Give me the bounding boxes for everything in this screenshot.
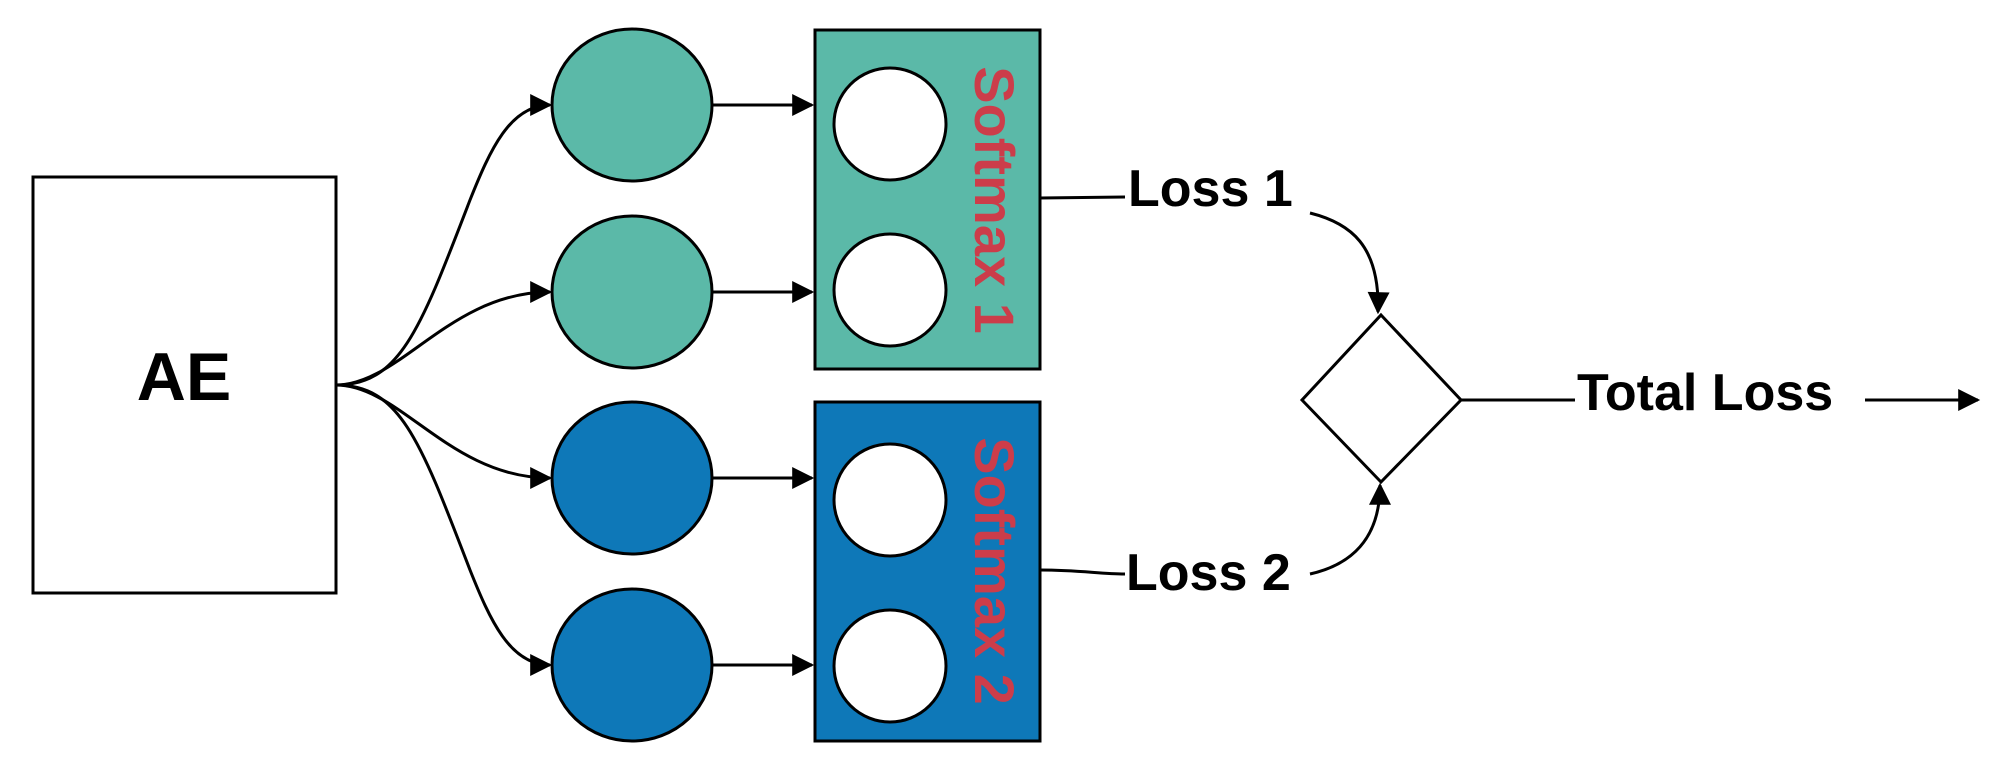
feature-circle-4 (550, 587, 714, 743)
edge-ae-feature-2 (335, 281, 553, 387)
edge-ae-feature-3 (335, 383, 553, 489)
softmax-2-node: Softmax 2 (813, 400, 1042, 743)
feature-circle-1 (550, 27, 714, 183)
features-to-softmax-edges (712, 94, 815, 676)
ae-to-features-edges (335, 94, 553, 676)
total-loss-label: Total Loss (1577, 364, 1833, 422)
softmax-1-node: Softmax 1 (813, 28, 1042, 371)
feature-circle-3 (550, 400, 714, 556)
feature-circles (550, 27, 714, 743)
edge-loss-1-combine (1309, 211, 1390, 315)
ae-label: AE (137, 339, 231, 415)
edge-loss-2-combine (1309, 482, 1391, 576)
softmax-2-label: Softmax 2 (963, 437, 1026, 705)
softmax-1-unit-1 (832, 66, 948, 182)
loss-edges (1039, 195, 1391, 576)
softmax-2-unit-2 (832, 608, 948, 724)
softmax-2-unit-1 (832, 442, 948, 558)
edge-softmax-2-loss-2 (1039, 568, 1126, 576)
loss-1-label: Loss 1 (1128, 160, 1293, 218)
loss-2-label: Loss 2 (1126, 544, 1291, 602)
edge-softmax-1-loss-1 (1039, 195, 1126, 200)
combine-diamond (1299, 312, 1464, 485)
edge-ae-feature-4 (335, 383, 553, 676)
softmax-1-label: Softmax 1 (963, 66, 1026, 334)
edge-ae-feature-1 (335, 94, 553, 387)
feature-circle-2 (550, 214, 714, 370)
softmax-1-unit-2 (832, 232, 948, 348)
ae-node: AE (31, 175, 338, 595)
